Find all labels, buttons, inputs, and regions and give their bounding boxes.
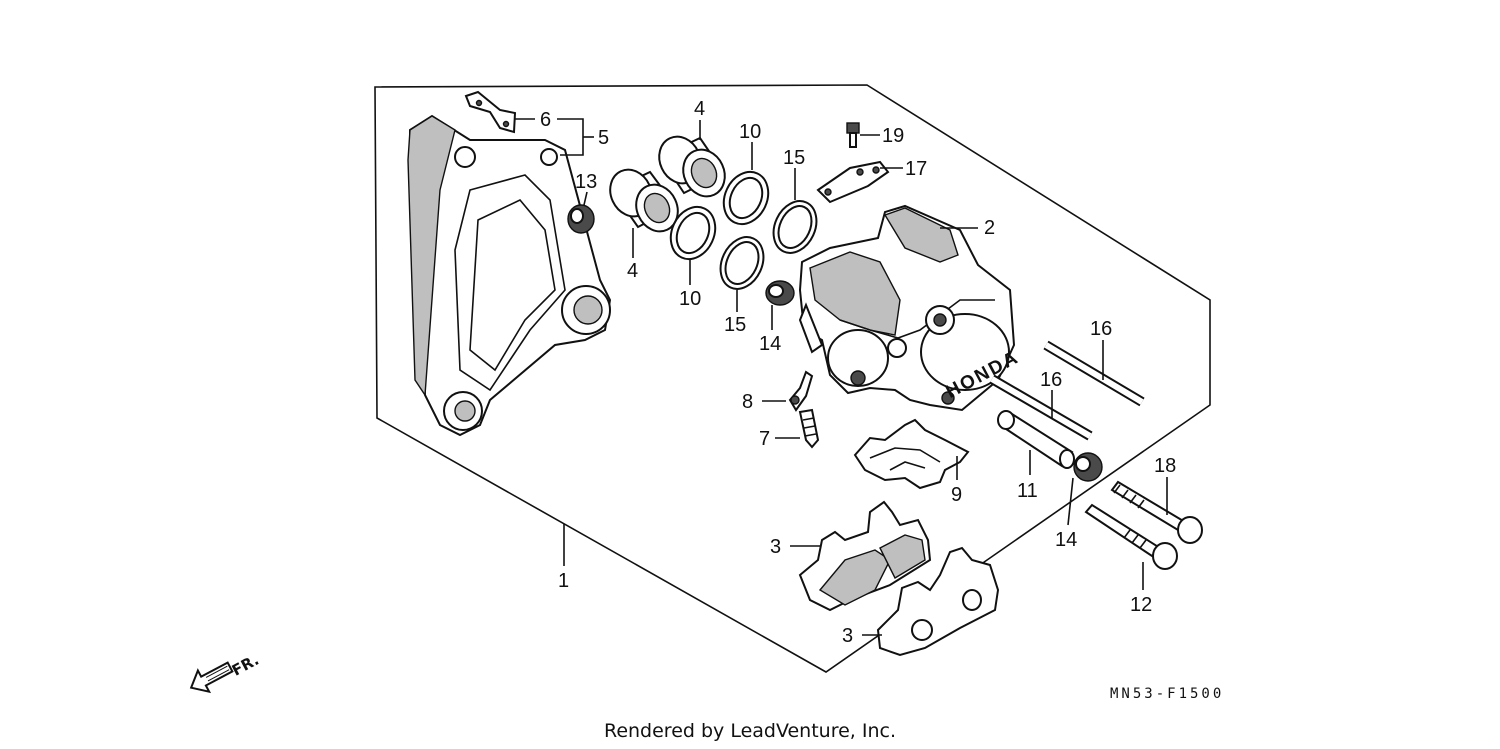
front-label: FR.: [229, 651, 262, 680]
callout-6: 6: [540, 109, 551, 131]
callout-1: 1: [558, 570, 569, 592]
callout-2: 2: [984, 217, 995, 239]
callout-5: 5: [598, 127, 609, 149]
boot-14-lower[interactable]: [1073, 452, 1103, 482]
boot-13[interactable]: [567, 204, 595, 234]
dust-seal-upper[interactable]: [765, 194, 824, 260]
callout-10-lower: 10: [679, 288, 701, 310]
assembly-outline: [374, 84, 1211, 673]
credit-line: Rendered by LeadVenture, Inc.: [604, 720, 896, 742]
bleeder-cap[interactable]: [788, 370, 814, 412]
callout-4-lower: 4: [627, 260, 638, 282]
callout-16-lower: 16: [1040, 369, 1062, 391]
pad-retainer-plate[interactable]: [816, 160, 890, 204]
callout-11: 11: [1017, 480, 1038, 502]
callout-4-upper: 4: [694, 98, 705, 120]
caliper-body[interactable]: HONDA: [798, 204, 1023, 412]
boot-14-upper[interactable]: [765, 280, 795, 306]
pad-pin-short[interactable]: [989, 374, 1093, 441]
mounting-bolt-12[interactable]: [1084, 503, 1178, 570]
piston-seal-lower[interactable]: [663, 200, 724, 267]
brake-pad-upper[interactable]: [798, 500, 932, 612]
callout-18: 18: [1154, 455, 1176, 477]
callout-16-upper: 16: [1090, 318, 1112, 340]
pin-sleeve[interactable]: [997, 410, 1075, 469]
front-arrow-icon: [189, 661, 234, 694]
leader-lines: [515, 118, 1168, 636]
callout-13: 13: [575, 171, 597, 193]
callout-12: 12: [1130, 594, 1152, 616]
callout-15-lower: 15: [724, 314, 746, 336]
piston-seal-upper[interactable]: [716, 165, 777, 232]
callout-8: 8: [742, 391, 753, 413]
callout-3-lower: 3: [842, 625, 853, 647]
dust-seal-lower[interactable]: [712, 230, 771, 296]
callout-14-upper: 14: [759, 333, 781, 355]
callout-10-upper: 10: [739, 121, 761, 143]
pad-spring[interactable]: [853, 418, 970, 490]
diagram-code: MN53-F1500: [1110, 686, 1224, 702]
caliper-bracket[interactable]: [407, 114, 612, 437]
bleeder-screw[interactable]: [798, 408, 820, 449]
piston-upper[interactable]: [652, 130, 733, 203]
callout-19: 19: [882, 125, 904, 147]
pad-pin-long[interactable]: [1043, 340, 1145, 407]
callout-3-upper: 3: [770, 536, 781, 558]
callout-15-upper: 15: [783, 147, 805, 169]
mounting-bolt-18[interactable]: [1110, 480, 1203, 544]
bleed-bolt[interactable]: [846, 122, 860, 148]
pad-spring-clip[interactable]: [464, 90, 517, 134]
callout-14-lower: 14: [1055, 529, 1077, 551]
callout-17: 17: [905, 158, 927, 180]
brake-pad-lower[interactable]: [876, 546, 1000, 657]
piston-lower[interactable]: [603, 163, 686, 238]
callout-7: 7: [759, 428, 770, 450]
front-direction-indicator: FR.: [189, 651, 262, 694]
callout-9: 9: [951, 484, 962, 506]
